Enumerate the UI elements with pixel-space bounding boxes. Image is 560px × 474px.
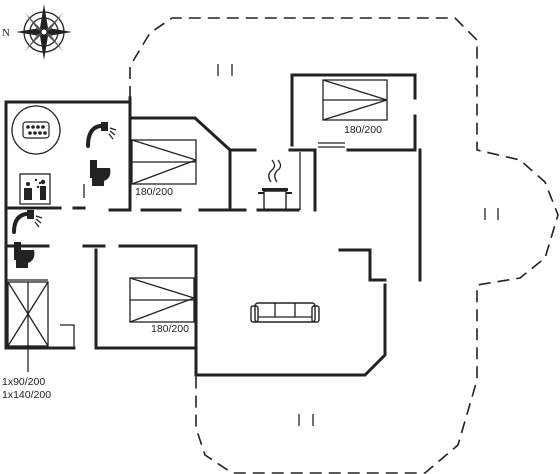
bunk-bed — [7, 281, 49, 372]
shower-icon — [86, 122, 117, 148]
compass-rose-icon — [16, 4, 72, 60]
sauna-icon — [19, 173, 51, 205]
toilet-icon — [14, 242, 35, 268]
bunk-bed-size-label: 1x90/200 — [2, 376, 45, 388]
bed-size-label: 180/200 — [344, 124, 382, 136]
cooking-pot-icon — [258, 159, 292, 211]
bunk-bed-size-label: 1x140/200 — [2, 389, 51, 401]
terrace-outline — [129, 17, 559, 474]
wall-details — [6, 142, 345, 348]
compass-north-label: N — [2, 27, 10, 39]
bed-size-label: 180/200 — [151, 323, 189, 335]
walls — [4, 73, 422, 377]
sofa-icon — [250, 302, 320, 323]
toilet-icon — [90, 160, 111, 186]
whirlpool-icon — [11, 105, 61, 155]
pillar-marks — [217, 64, 499, 426]
double-bed-middle — [129, 277, 195, 323]
bed-size-label: 180/200 — [135, 186, 173, 198]
shower-icon — [12, 210, 43, 234]
double-bed-top — [131, 139, 197, 185]
double-bed-upper-right — [322, 79, 388, 121]
